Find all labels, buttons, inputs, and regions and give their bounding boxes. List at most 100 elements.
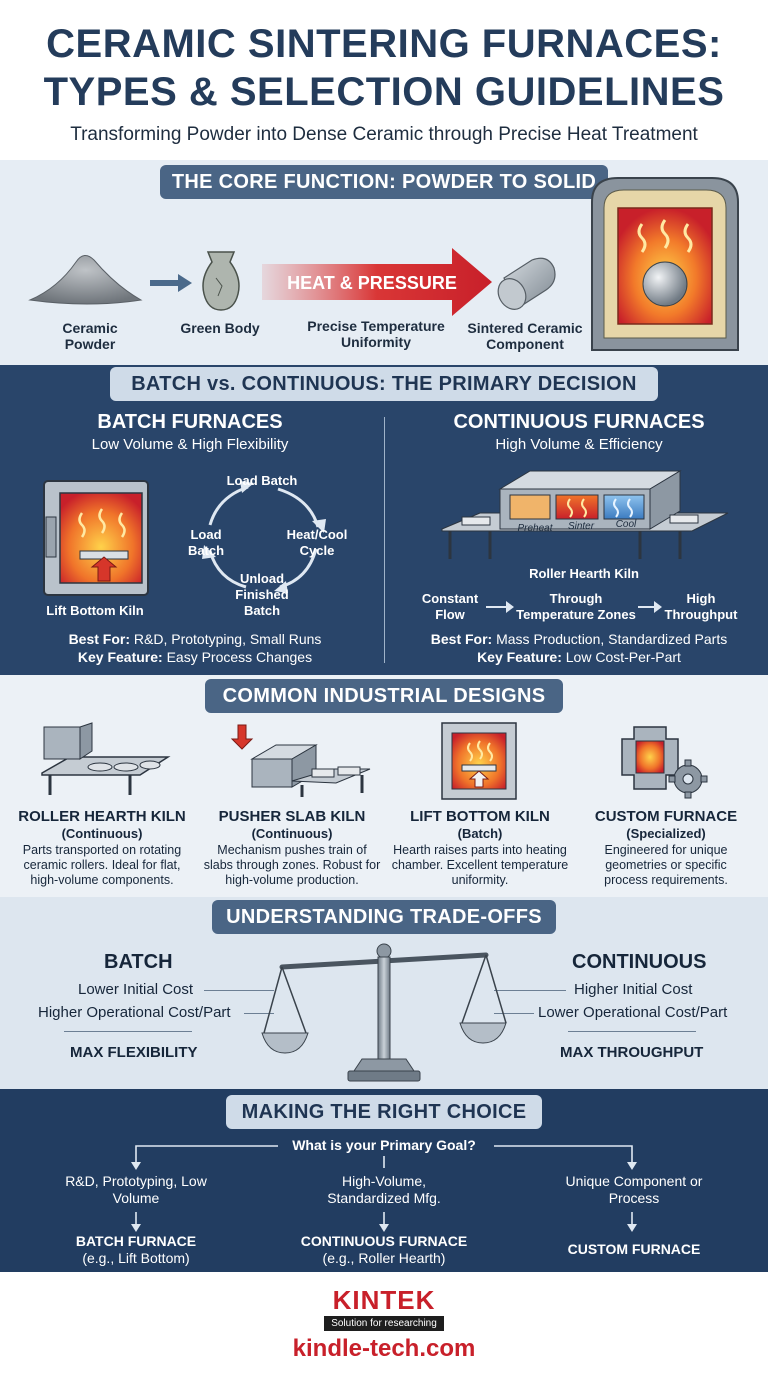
goal-unique-component: Unique Component or Process [565,1173,703,1206]
website-link[interactable]: kindle-tech.com [292,1335,476,1362]
cycle-load-batch-top: Load Batch [226,473,298,488]
design-custom-title: CUSTOM FURNACE [594,808,738,825]
batch-best-for-label: Best For: [68,631,131,647]
precise-temperature-label: Precise Temperature Uniformity [307,318,445,350]
goal-rd-prototyping: R&D, Prototyping, Low Volume [65,1173,207,1206]
cycle-heat-cool: Heat/Cool Cycle [286,527,348,558]
footer: KINTEK Solution for researching kindle-t… [0,1272,768,1376]
batch-key-feature-value: Easy Process Changes [166,649,313,665]
batch-furnaces-title: BATCH FURNACES [97,411,283,433]
design-custom-type: (Specialized) [626,826,706,841]
trade-continuous-title: CONTINUOUS [572,951,707,973]
arrow-right-icon [150,274,192,292]
continuous-key-feature-value: Low Cost-Per-Part [565,649,681,665]
page-title-line-2: TYPES & SELECTION GUIDELINES [43,70,725,114]
sintering-furnace-icon [591,177,739,351]
trade-connector-1 [204,990,274,991]
pusher-slab-icon [230,724,371,797]
trade-connector-3 [494,990,566,991]
trade-batch-max: MAX FLEXIBILITY [70,1044,198,1061]
roller-hearth-kiln-label: Roller Hearth Kiln [529,566,639,581]
tradeoffs-heading: UNDERSTANDING TRADE-OFFS [212,900,556,934]
lift-bottom-kiln-label: Lift Bottom Kiln [46,603,144,618]
continuous-key-feature-label: Key Feature: [477,649,562,665]
result-batch-furnace: BATCH FURNACE [75,1233,197,1249]
trade-connector-4 [494,1013,534,1014]
trade-continuous-max: MAX THROUGHPUT [560,1044,704,1061]
sintered-cylinder-icon [497,257,556,310]
result-continuous-furnace: CONTINUOUS FURNACE [300,1233,468,1249]
example-lift-bottom: (e.g., Lift Bottom) [82,1250,190,1266]
cycle-load-batch-left: Load Batch [187,527,225,558]
continuous-furnaces-title: CONTINUOUS FURNACES [453,411,705,433]
roller-hearth-icon [41,722,171,795]
flow-temperature-zones: Through Temperature Zones [516,591,636,622]
batch-vs-continuous-heading: BATCH vs. CONTINUOUS: THE PRIMARY DECISI… [110,367,658,401]
flow-arrow-2 [638,601,662,613]
custom-furnace-icon [621,726,708,799]
column-divider [384,417,385,663]
zone-preheat-label: Preheat [517,523,553,534]
decision-tree-lines [131,1145,637,1232]
continuous-key-feature: Key Feature: Low Cost-Per-Part [404,649,754,665]
trade-continuous-line1: Higher Initial Cost [574,981,693,998]
powder-pile-icon [28,255,143,305]
trade-continuous-divider [568,1031,696,1032]
design-roller-hearth-desc: Parts transported on rotating ceramic ro… [22,843,182,887]
green-body-label: Green Body [180,320,260,336]
trade-connector-2 [244,1013,274,1014]
continuous-furnaces-subtitle: High Volume & Efficiency [495,436,663,453]
batch-key-feature: Key Feature: Easy Process Changes [30,649,360,665]
design-roller-hearth-type: (Continuous) [61,826,143,841]
balance-scale-icon [261,943,507,1082]
core-function-section: THE CORE FUNCTION: POWDER TO SOLID Ceram… [0,160,768,365]
design-lift-bottom-type: (Batch) [457,826,503,841]
trade-batch-divider [64,1031,192,1032]
right-choice-section: MAKING THE RIGHT CHOICE What is your Pri… [0,1089,768,1272]
example-roller-hearth: (e.g., Roller Hearth) [322,1250,446,1266]
roller-hearth-kiln-icon [441,470,729,559]
zone-sinter-label: Sinter [567,521,595,532]
tradeoffs-section: UNDERSTANDING TRADE-OFFS BATCH Lower Ini… [0,897,768,1089]
batch-vs-continuous-section: BATCH vs. CONTINUOUS: THE PRIMARY DECISI… [0,365,768,675]
design-pusher-slab-desc: Mechanism pushes train of slabs through … [203,843,381,887]
heat-pressure-arrow [262,248,492,316]
trade-batch-title: BATCH [104,951,173,973]
lift-bottom-icon [441,722,517,800]
green-body-vase-icon [202,251,240,311]
flow-arrow-1 [486,601,514,613]
heat-pressure-label: HEAT & PRESSURE [287,273,457,293]
common-designs-section: COMMON INDUSTRIAL DESIGNS ROLLER HEARTH … [0,675,768,897]
kintek-logo: KINTEK [332,1285,436,1315]
trade-batch-line2: Higher Operational Cost/Part [38,1004,231,1021]
design-roller-hearth-title: ROLLER HEARTH KILN [18,808,186,825]
design-lift-bottom-title: LIFT BOTTOM KILN [410,808,550,825]
batch-key-feature-label: Key Feature: [77,649,163,665]
flow-high-throughput: High Throughput [664,591,738,622]
continuous-best-for-value: Mass Production, Standardized Parts [496,631,728,647]
sintered-ceramic-label: Sintered Ceramic Component [467,320,583,352]
lift-bottom-kiln-icon [43,480,149,596]
core-function-heading: THE CORE FUNCTION: POWDER TO SOLID [160,165,608,199]
design-pusher-slab-title: PUSHER SLAB KILN [218,808,366,825]
ceramic-powder-label: Ceramic Powder [62,320,118,352]
batch-best-for: Best For: R&D, Prototyping, Small Runs [30,631,360,647]
common-designs-heading: COMMON INDUSTRIAL DESIGNS [205,679,563,713]
continuous-best-for: Best For: Mass Production, Standardized … [404,631,754,647]
page-title-line-1: CERAMIC SINTERING FURNACES: [46,22,722,66]
right-choice-heading: MAKING THE RIGHT CHOICE [226,1095,542,1129]
result-custom-furnace: CUSTOM FURNACE [567,1241,701,1257]
design-pusher-slab-type: (Continuous) [251,826,333,841]
trade-continuous-line2: Lower Operational Cost/Part [538,1004,728,1021]
header: CERAMIC SINTERING FURNACES: TYPES & SELE… [0,0,768,160]
primary-goal-question: What is your Primary Goal? [292,1137,476,1153]
kintek-tagline: Solution for researching [324,1316,444,1331]
batch-cycle-arrows [202,481,326,593]
batch-best-for-value: R&D, Prototyping, Small Runs [133,631,322,647]
design-custom-desc: Engineered for unique geometries or spec… [604,843,728,887]
cycle-unload-batch: Unload Finished Batch [235,571,289,618]
batch-furnaces-subtitle: Low Volume & High Flexibility [91,436,289,453]
goal-high-volume: High-Volume, Standardized Mfg. [327,1173,441,1206]
trade-batch-line1: Lower Initial Cost [78,981,194,998]
zone-cool-label: Cool [615,519,637,530]
